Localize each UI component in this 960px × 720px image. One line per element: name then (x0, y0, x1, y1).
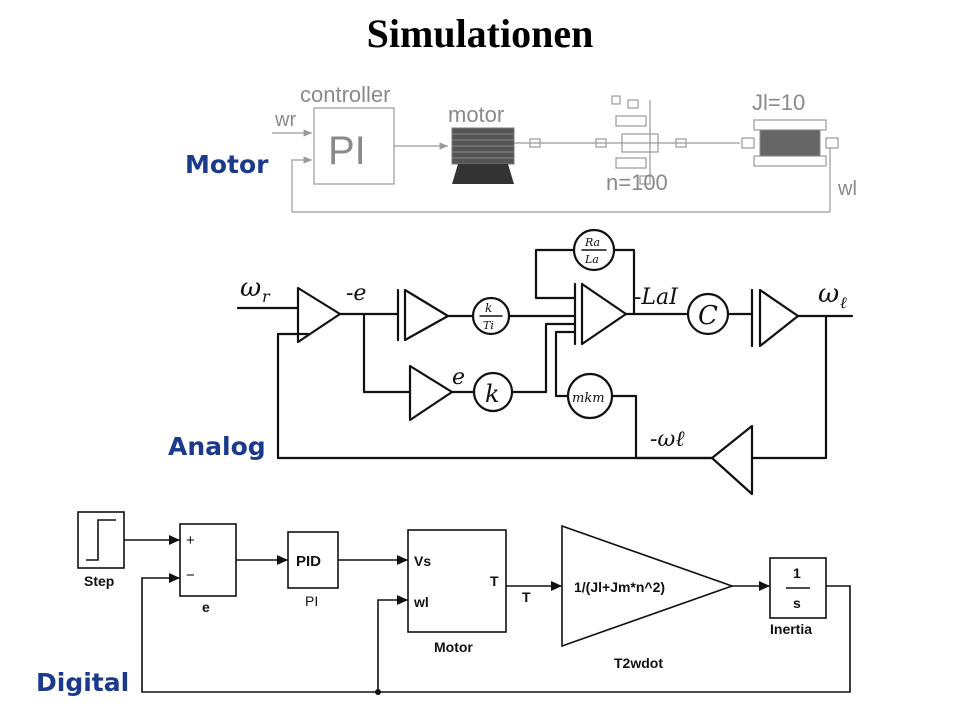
motor-diagram: controller PI wr motor n=100 Jl=10 (272, 82, 857, 213)
pot-k-num: k (485, 301, 492, 315)
step-label: Step (84, 573, 114, 589)
inertia-label: Jl=10 (752, 90, 805, 115)
digital-feedback-line (141, 573, 851, 693)
section-label-analog: Analog (168, 432, 266, 461)
integrator-2 (573, 282, 628, 346)
pot-mkm-label: mkm (572, 391, 605, 406)
feedback-line (291, 156, 830, 213)
pot-c-label: C (698, 301, 718, 331)
gain-text: 1/(Jl+Jm*n^2) (574, 579, 665, 595)
motor-block-label: Motor (434, 639, 473, 655)
summing-amp-1 (296, 286, 342, 344)
step-icon (86, 519, 116, 561)
signal-t-label: T (522, 589, 531, 605)
ra-feedback-right (612, 248, 636, 316)
load-inertia-icon (741, 119, 839, 167)
section-label-digital: Digital (36, 668, 130, 697)
flange-3 (675, 138, 687, 148)
pot-k-label: k (485, 380, 500, 408)
flange-1 (529, 138, 541, 148)
gain-label: T2wdot (614, 655, 663, 671)
k-to-sum2-line (510, 322, 577, 394)
input-omega-sub: r (262, 287, 271, 306)
integ-den: s (793, 595, 801, 611)
flange-2 (595, 138, 607, 148)
integrator-3 (750, 288, 800, 348)
motor-subsystem-block[interactable] (407, 529, 507, 633)
motor-out-t: T (490, 573, 499, 589)
output-omega-label: ω (818, 279, 839, 309)
motor-in-wl: wl (413, 594, 429, 610)
wl-feedback-line (377, 595, 408, 692)
output-omega-sub: ℓ (840, 293, 847, 312)
sum-minus: − (186, 567, 195, 584)
motor-label: motor (448, 102, 504, 127)
integrator-1 (396, 288, 450, 342)
pot-ti-den: Ti (483, 319, 494, 332)
motor-in-vs: Vs (414, 553, 431, 569)
sum-label: e (202, 599, 210, 615)
gain-block[interactable] (561, 524, 735, 648)
page-title: Simulationen (366, 11, 594, 56)
branch-point (375, 689, 381, 695)
outer-feedback-line (276, 332, 714, 460)
minus-wl-label: -ωℓ (650, 427, 685, 452)
feedback-inverter (710, 424, 754, 496)
motor-base (452, 164, 514, 184)
pot-ra-num: Ra (584, 236, 600, 249)
digital-diagram: Step + − e PID PI Vs wl T Motor T 1/(Jl+… (77, 511, 851, 695)
wr-label: wr (274, 109, 296, 131)
sum-plus: + (186, 532, 195, 549)
ra-feedback-left (534, 248, 577, 300)
wl-label: wl (837, 178, 857, 200)
pot-la-den: La (584, 253, 599, 266)
gear-icon (611, 95, 659, 185)
integrator-block[interactable] (769, 557, 827, 619)
gear-ratio-label: n=100 (606, 170, 668, 195)
input-omega-label: ω (240, 273, 261, 303)
pid-label: PI (305, 593, 318, 609)
inverter-amp (408, 364, 454, 422)
proportional-branch-line (362, 312, 412, 394)
output-feedback-line (750, 314, 828, 460)
e-label: e (452, 365, 465, 390)
la-i-label: -LaI (634, 285, 679, 310)
analog-diagram: ω r -e k Ti Ra La -LaI C ω ℓ e k (236, 228, 854, 496)
pid-text: PID (296, 553, 321, 570)
integ-num: 1 (793, 565, 801, 581)
controller-label: controller (300, 82, 390, 107)
integ-label: Inertia (770, 621, 812, 637)
minus-e-label: -e (346, 281, 366, 306)
section-label-motor: Motor (185, 150, 269, 179)
pi-block-text: PI (328, 129, 366, 173)
mkm-to-sum2-line (554, 330, 577, 398)
